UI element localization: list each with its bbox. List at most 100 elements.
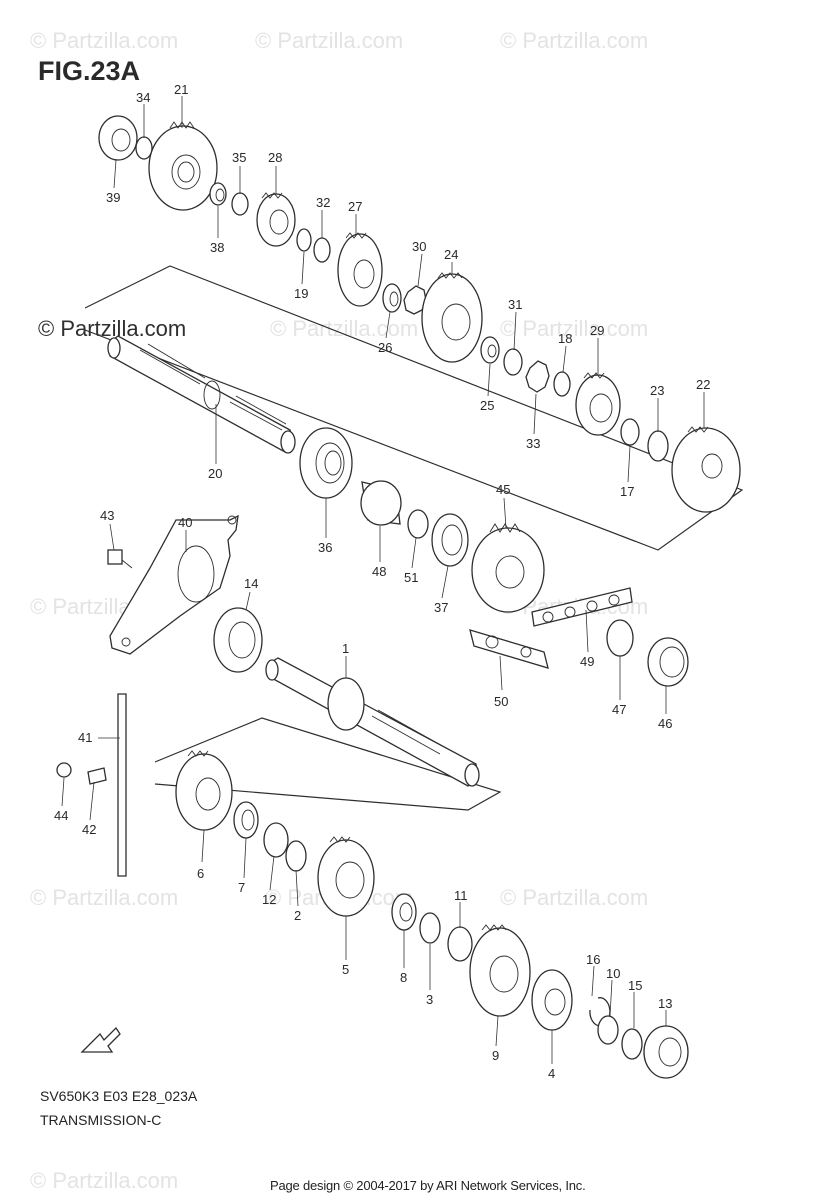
leader-lines [61,96,705,1064]
callout-17: 17 [620,484,634,499]
lock-washer-33 [525,360,550,393]
callout-43: 43 [100,508,114,523]
callout-15: 15 [628,978,642,993]
watermark: © Partzilla.com [30,885,179,910]
watermark: © Partzilla.com [255,28,404,53]
clamp-42 [87,767,107,785]
washer-15 [621,1028,643,1060]
bushing-25 [480,336,500,364]
callout-36: 36 [318,540,332,555]
washer-35 [231,192,249,216]
gear-22 [671,426,741,513]
callout-49: 49 [580,654,594,669]
callout-5: 5 [342,962,349,977]
watermark: © Partzilla.com [500,885,649,910]
callout-33: 33 [526,436,540,451]
callout-48: 48 [372,564,386,579]
callout-21: 21 [174,82,188,97]
callout-10: 10 [606,966,620,981]
watermark: © Partzilla.com [500,316,649,341]
callout-47: 47 [612,702,626,717]
callout-16: 16 [586,952,600,967]
callout-44: 44 [54,808,68,823]
gear-9 [469,924,531,1017]
callout-4: 4 [548,1066,555,1081]
washer-34 [135,136,153,160]
callout-9: 9 [492,1048,499,1063]
oil-seal-37 [431,513,469,567]
callout-45: 45 [496,482,510,497]
callout-19: 19 [294,286,308,301]
bushing-38 [209,182,227,206]
watermark: © Partzilla.com [500,28,649,53]
callout-32: 32 [316,195,330,210]
driveshaft-1 [265,657,480,787]
callout-2: 2 [294,908,301,923]
gear-21 [148,121,218,211]
watermark: © Partzilla.com [30,1168,179,1193]
model-code: SV650K3 E03 E28_023A [40,1088,198,1104]
collar-48 [360,480,402,526]
gear-29 [575,372,621,436]
callout-26: 26 [378,340,392,355]
washer-31 [503,348,523,376]
diagram-name: TRANSMISSION-C [40,1112,162,1128]
callout-30: 30 [412,239,426,254]
watermark: © Partzilla.com [30,28,179,53]
callout-11: 11 [454,888,468,903]
callout-39: 39 [106,190,120,205]
bearing-13 [643,1025,689,1079]
figure-title: FIG.23A [38,56,141,86]
callout-23: 23 [650,383,664,398]
washer-47 [606,619,634,657]
callout-31: 31 [508,297,522,312]
gear-27 [337,232,383,307]
washer-10 [597,1015,619,1045]
callout-20: 20 [208,466,222,481]
bearing-39 [98,115,138,161]
drive-chain-49 [531,587,633,627]
circlip-18 [553,371,571,397]
countershaft-assembly-outline [84,265,744,551]
watermark: © Partzilla.com [270,316,419,341]
callout-3: 3 [426,992,433,1007]
gear-4 [531,969,573,1031]
callout-34: 34 [136,90,150,105]
callout-1: 1 [342,641,349,656]
gear-24 [421,272,483,363]
gear-5 [317,836,375,917]
callout-51: 51 [404,570,418,585]
callout-46: 46 [658,716,672,731]
callout-18: 18 [558,331,572,346]
spacer-46 [647,637,689,687]
callout-12: 12 [262,892,276,907]
circlip-2 [285,840,307,872]
washer-12 [263,822,289,858]
callout-35: 35 [232,150,246,165]
front-arrow-icon [80,1026,121,1053]
washer-11 [447,926,473,962]
countershaft-20 [107,335,296,454]
pipe-41 [117,693,127,877]
callout-28: 28 [268,150,282,165]
bushing-7 [233,801,259,839]
callout-42: 42 [82,822,96,837]
bearing-36 [299,427,353,499]
callout-6: 6 [197,866,204,881]
plate-40 [109,514,239,655]
callout-22: 22 [696,377,710,392]
circlip-19 [296,228,312,252]
callout-38: 38 [210,240,224,255]
page-credit: Page design © 2004-2017 by ARI Network S… [270,1178,586,1193]
bearing-14 [213,607,263,673]
callout-37: 37 [434,600,448,615]
callout-24: 24 [444,247,458,262]
callout-41: 41 [78,730,92,745]
o-ring-51 [407,509,429,539]
washer-32 [313,237,331,263]
gear-6 [175,750,233,831]
callout-13: 13 [658,996,672,1011]
callout-25: 25 [480,398,494,413]
